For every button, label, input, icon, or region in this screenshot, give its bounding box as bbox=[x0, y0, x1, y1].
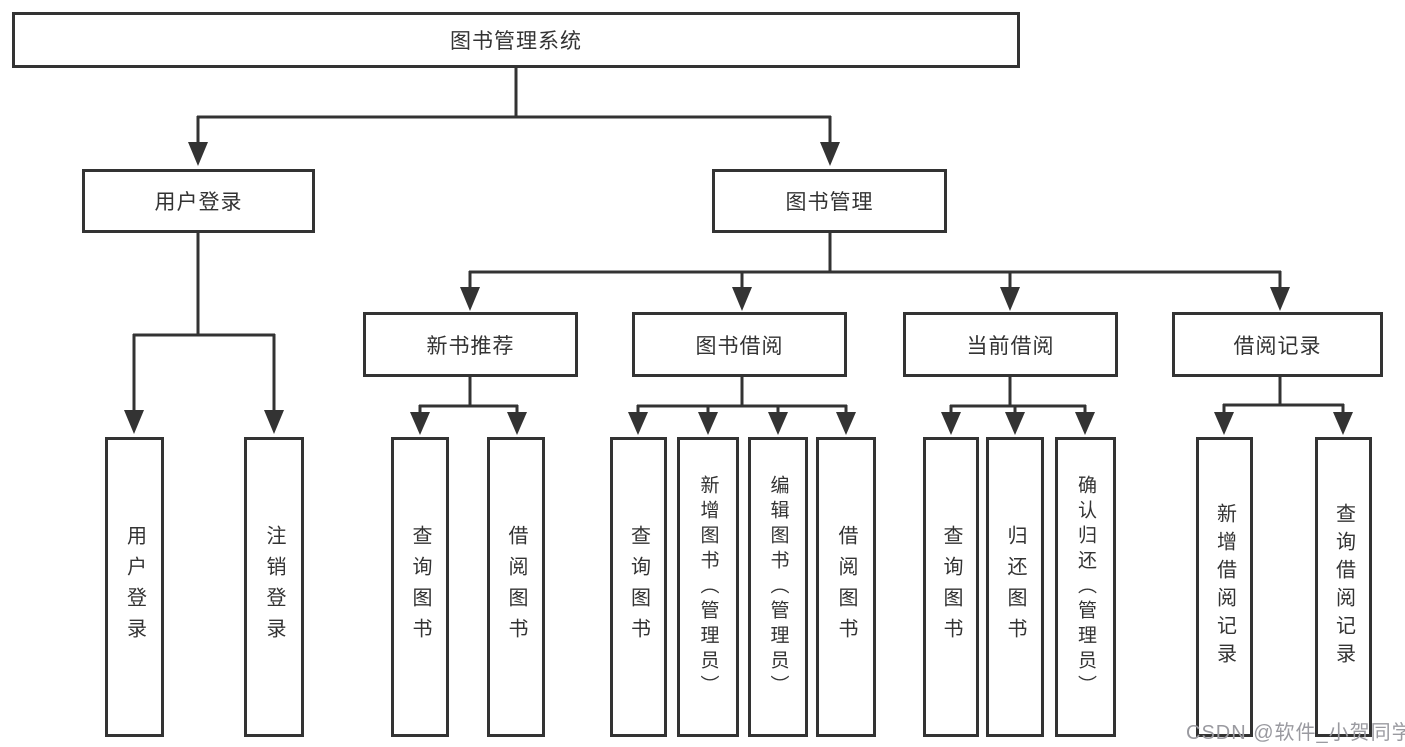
node-book-borrowing: 图书借阅 bbox=[632, 312, 847, 377]
node-user-login: 用户登录 bbox=[82, 169, 315, 233]
node-book-management: 图书管理 bbox=[712, 169, 947, 233]
node-leaf-add-books-admin: 新增图书（管理员） bbox=[677, 437, 739, 737]
watermark-text: CSDN @软件_小贺同学 bbox=[1186, 722, 1405, 744]
node-borrow-records: 借阅记录 bbox=[1172, 312, 1383, 377]
node-root-system: 图书管理系统 bbox=[12, 12, 1020, 68]
node-leaf-return-books: 归还图书 bbox=[986, 437, 1044, 737]
node-leaf-query-borrow-record: 查询借阅记录 bbox=[1315, 437, 1372, 737]
node-leaf-query-books-current: 查询图书 bbox=[923, 437, 979, 737]
node-leaf-add-borrow-record: 新增借阅记录 bbox=[1196, 437, 1253, 737]
node-leaf-query-books-borrowing: 查询图书 bbox=[610, 437, 667, 737]
node-leaf-borrow-books-recommend: 借阅图书 bbox=[487, 437, 545, 737]
node-leaf-logout: 注销登录 bbox=[244, 437, 304, 737]
node-leaf-edit-books-admin: 编辑图书（管理员） bbox=[748, 437, 808, 737]
node-current-borrowing: 当前借阅 bbox=[903, 312, 1118, 377]
node-new-book-recommend: 新书推荐 bbox=[363, 312, 578, 377]
node-leaf-query-books-recommend: 查询图书 bbox=[391, 437, 449, 737]
node-leaf-borrow-books: 借阅图书 bbox=[816, 437, 876, 737]
node-leaf-confirm-return-admin: 确认归还（管理员） bbox=[1055, 437, 1116, 737]
node-leaf-user-login: 用户登录 bbox=[105, 437, 164, 737]
